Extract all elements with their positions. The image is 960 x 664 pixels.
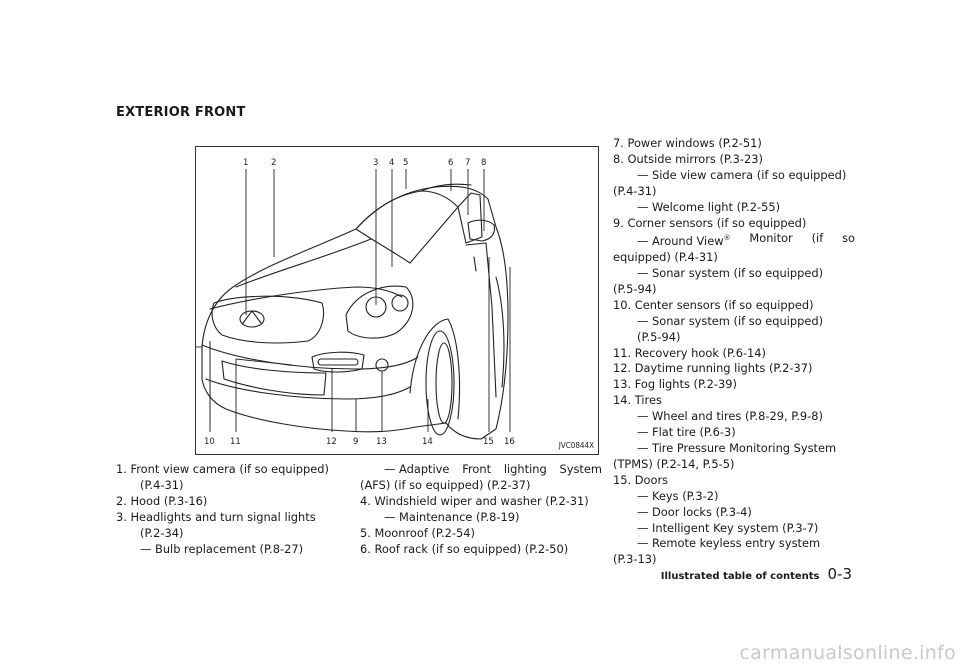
item-9-sonar: — Sonar system (if so equipped) [637,266,824,281]
fig-label-1: 1 [243,158,248,168]
fig-label-8: 8 [481,158,486,168]
bottom-leaders-diag [196,346,293,366]
fig-label-3: 3 [373,158,378,168]
item-11: 11. Recovery hook (P.6-14) [613,345,766,360]
item-12: 12. Daytime running lights (P.2-37) [613,361,813,376]
item-8-welcome: — Welcome light (P.2-55) [637,199,781,214]
items-column-1: 1. Front view camera (if so equipped) (P… [116,462,346,557]
item-10-sonar-page: (P.5-94) [637,329,681,344]
item-6: 6. Roof rack (if so equipped) (P.2-50) [360,541,569,556]
item-15-remote-page: (P.3-13) [613,552,657,567]
item-1-page: (P.4-31) [140,477,184,492]
fig-label-15: 15 [483,437,494,447]
wheel-arch [409,318,461,420]
page-number: 0-3 [827,565,853,583]
item-3-bulb: — Bulb replacement (P.8-27) [140,541,304,556]
watermark: carmanualsonline.info [739,642,956,664]
page-footer: Illustrated table of contents 0-3 [661,565,852,583]
item-5: 5. Moonroof (P.2-54) [360,525,475,540]
item-14-tpms-page: (TPMS) (P.2-14, P.5-5) [613,456,735,471]
fig-label-10: 10 [204,437,215,447]
item-9-equipped: equipped) (P.4-31) [613,250,718,265]
front-tire [425,330,455,436]
item-1: 1. Front view camera (if so equipped) [116,462,329,476]
fig-label-11: 11 [230,437,241,447]
fig-label-6: 6 [448,158,453,168]
item-3-afs-cont: (AFS) (if so equipped) (P.2-37) [360,477,531,492]
item-15-remote-keyless: — Remote keyless entry system [637,536,821,551]
item-13: 13. Fog lights (P.2-39) [613,377,737,392]
outside-mirror [467,219,496,242]
lower-bumper [205,378,411,400]
fig-label-2: 2 [271,158,276,168]
drl-housing [311,351,365,373]
fog-light [375,358,389,372]
item-8-camera-page: (P.4-31) [613,183,657,198]
figure-code: JVC0844X [558,441,594,450]
lower-intake [221,360,327,396]
item-3-page: (P.2-34) [140,525,184,540]
item-15-intelligent-key: — Intelligent Key system (P.3-7) [637,520,819,535]
car-illustration: 1 2 3 4 5 6 7 8 9 10 11 12 9 13 14 15 16 [196,158,515,447]
roof-line [420,183,472,192]
fig-label-14: 14 [422,437,433,447]
side-window [457,192,483,244]
fig-label-5: 5 [403,158,408,168]
item-10: 10. Center sensors (if so equipped) [613,297,814,312]
car-body-outline [201,185,509,440]
fig-label-13: 13 [376,437,387,447]
item-9: 9. Corner sensors (if so equipped) [613,215,807,230]
emblem [239,310,265,328]
fig-label-12: 12 [326,437,337,447]
item-14-wheel: — Wheel and tires (P.8-29, P.9-8) [637,409,823,424]
item-8-camera: — Side view camera (if so equipped) [637,167,847,182]
item-3-afs: — Adaptive Front lighting System [384,462,602,476]
item-9-around-view: — Around View® Monitor (if so [637,231,855,249]
leader-lines [245,169,485,315]
exterior-front-figure: 1 2 3 4 5 6 7 8 9 10 11 12 9 13 14 15 16… [195,146,599,455]
item-4-maint: — Maintenance (P.8-19) [384,509,520,524]
item-15-keys: — Keys (P.3-2) [637,488,719,503]
headlight [345,285,414,339]
item-8: 8. Outside mirrors (P.3-23) [613,151,763,166]
item-7: 7. Power windows (P.2-51) [613,136,762,150]
fig-label-16: 16 [504,437,515,447]
items-column-3: 7. Power windows (P.2-51) 8. Outside mir… [613,136,855,568]
windshield [355,190,459,264]
fig-label-9b: 9 [353,437,358,447]
grille [211,295,325,344]
footer-section: Illustrated table of contents [660,571,820,582]
section-title: EXTERIOR FRONT [116,105,246,120]
door-line [465,242,497,398]
item-2: 2. Hood (P.3-16) [116,493,208,508]
item-14-tpms: — Tire Pressure Monitoring System [637,441,837,456]
item-4: 4. Windshield wiper and washer (P.2-31) [360,493,589,508]
front-bumper [201,344,419,370]
hood-crease [235,238,372,288]
item-15: 15. Doors [613,472,669,487]
items-column-2: — Adaptive Front lighting System (AFS) (… [360,462,602,557]
bottom-leaders-main [209,257,511,432]
item-14: 14. Tires [613,393,662,408]
item-10-sonar: — Sonar system (if so equipped) [637,313,824,328]
item-15-locks: — Door locks (P.3-4) [637,504,752,519]
fig-label-4: 4 [389,158,394,168]
item-9-sonar-page: (P.5-94) [613,281,657,296]
item-14-flat: — Flat tire (P.6-3) [637,425,736,440]
fig-label-7: 7 [465,158,470,168]
item-3: 3. Headlights and turn signal lights [116,509,316,524]
